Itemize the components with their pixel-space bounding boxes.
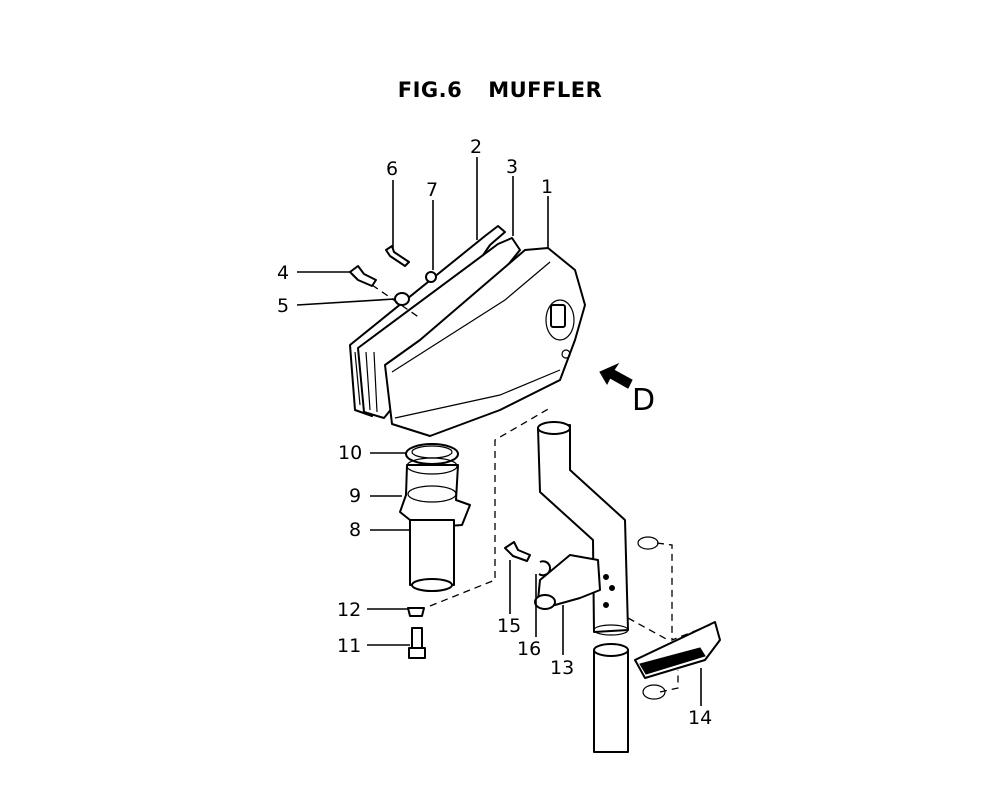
figure-number: FIG.6 — [397, 78, 463, 102]
callout-6: 6 — [386, 158, 398, 180]
bracket-14 — [634, 621, 721, 679]
washer-16 — [538, 560, 552, 577]
callout-9: 9 — [349, 485, 361, 507]
muffler-body-1 — [384, 247, 586, 437]
view-direction-arrow — [599, 362, 633, 389]
flange-9 — [399, 457, 471, 529]
callout-4: 4 — [277, 262, 289, 284]
view-marker-d: D — [632, 383, 655, 418]
callout-12: 12 — [337, 599, 361, 621]
callout-8: 8 — [349, 519, 361, 541]
callout-3: 3 — [506, 156, 518, 178]
callout-2: 2 — [470, 136, 482, 158]
exhaust-pipe-8 — [409, 519, 455, 592]
nut-12 — [407, 607, 425, 617]
callout-7: 7 — [426, 179, 438, 201]
bolt-15 — [504, 541, 531, 562]
callout-11: 11 — [337, 635, 361, 657]
callout-14: 14 — [688, 707, 712, 729]
callout-15: 15 — [497, 615, 521, 637]
callout-10: 10 — [338, 442, 362, 464]
bolt-6 — [385, 245, 410, 267]
callout-5: 5 — [277, 295, 289, 317]
figure-title: FIG.6 MUFFLER — [0, 78, 1000, 102]
callout-13: 13 — [550, 657, 574, 679]
tail-pipe — [537, 421, 629, 636]
leader-lines — [296, 157, 702, 706]
callout-1: 1 — [541, 176, 553, 198]
figure-name: MUFFLER — [488, 78, 603, 102]
bolt-4 — [349, 265, 377, 287]
hole-lower — [642, 684, 666, 700]
callout-labels: 1 2 3 4 5 6 7 8 9 10 11 12 13 14 15 16 — [277, 136, 712, 729]
hole-upper — [637, 536, 659, 550]
lower-pipe — [593, 643, 629, 753]
callout-16: 16 — [517, 638, 541, 660]
bolt-11 — [408, 627, 426, 659]
clamp-13 — [534, 554, 601, 610]
washer-7 — [425, 271, 437, 283]
washer-5 — [394, 292, 410, 306]
